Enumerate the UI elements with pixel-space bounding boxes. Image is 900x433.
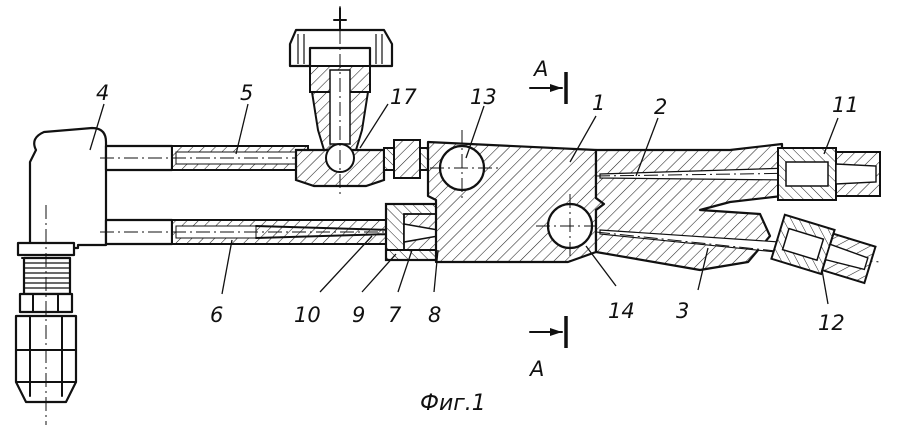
label-6: 6 xyxy=(210,303,223,327)
lower-tube-part-6 xyxy=(100,218,500,246)
label-17: 17 xyxy=(390,85,417,109)
label-3: 3 xyxy=(676,299,689,323)
label-9: 9 xyxy=(352,303,365,327)
figure-caption: Фиг.1 xyxy=(420,391,486,416)
section-letter-top: A xyxy=(532,57,548,81)
section-mark-bottom xyxy=(529,316,568,348)
angled-head-part-4 xyxy=(14,126,108,425)
label-8: 8 xyxy=(428,303,441,327)
label-10: 10 xyxy=(294,303,321,327)
label-13: 13 xyxy=(470,85,497,109)
label-4: 4 xyxy=(96,81,109,105)
label-11: 11 xyxy=(832,93,859,117)
fitting-part-12 xyxy=(770,213,877,285)
label-7: 7 xyxy=(388,303,402,327)
mixing-chamber-parts-2-3 xyxy=(594,142,881,272)
section-letter-bottom: A xyxy=(528,357,544,381)
main-body-part-1 xyxy=(426,130,610,264)
label-12: 12 xyxy=(818,311,845,335)
label-1: 1 xyxy=(592,91,605,115)
upper-tube-part-5 xyxy=(100,144,320,172)
label-14: 14 xyxy=(608,299,635,323)
valve-part-17 xyxy=(288,6,394,198)
union-nut xyxy=(383,139,429,179)
label-2: 2 xyxy=(654,95,667,119)
fitting-part-11 xyxy=(777,147,881,201)
leader-lines xyxy=(89,103,839,305)
section-mark-top xyxy=(529,72,568,104)
label-5: 5 xyxy=(240,81,253,105)
